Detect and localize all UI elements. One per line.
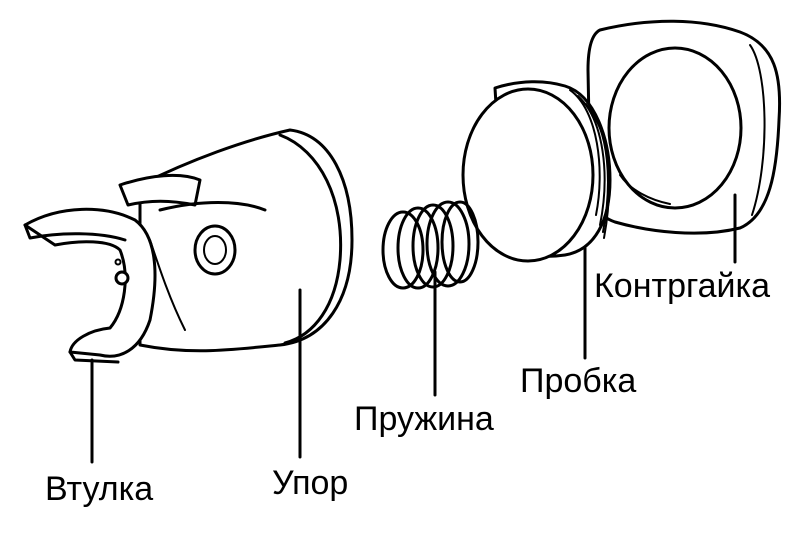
label-bushing: Втулка <box>45 470 153 508</box>
bushing-part <box>23 207 157 364</box>
label-plug: Пробка <box>520 362 636 400</box>
stop-part <box>118 128 354 353</box>
label-locknut: Контргайка <box>594 267 770 305</box>
label-stop: Упор <box>272 464 348 502</box>
locknut-part <box>586 19 782 235</box>
spring-part <box>381 200 480 290</box>
label-spring: Пружина <box>354 400 494 438</box>
leader-lines <box>90 193 737 464</box>
plug-part <box>461 80 612 263</box>
